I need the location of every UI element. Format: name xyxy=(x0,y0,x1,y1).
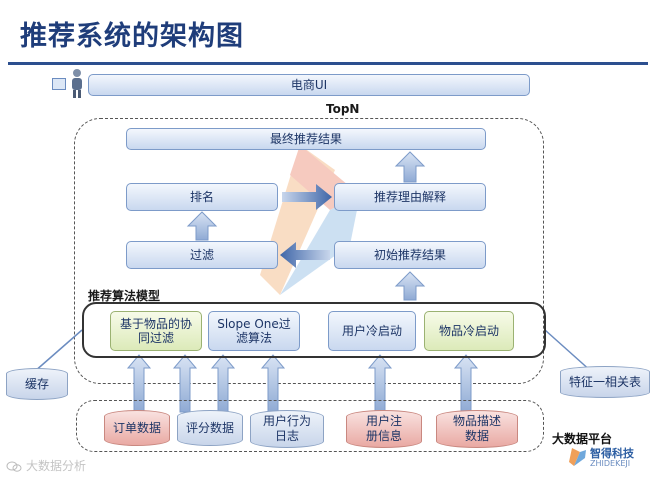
arrow-ratings-up-2 xyxy=(210,354,236,413)
arrow-item-desc-up xyxy=(453,354,479,413)
page-title: 推荐系统的架构图 xyxy=(20,21,244,52)
cache-connector xyxy=(33,329,83,373)
explanation-box: 推荐理由解释 xyxy=(334,183,486,211)
company-logo-icon xyxy=(566,446,588,468)
title-divider xyxy=(8,62,648,65)
monitor-icon xyxy=(52,78,66,90)
user-cold-start-box: 用户冷启动 xyxy=(328,311,416,351)
company-pinyin: ZHIDEKEJI xyxy=(590,459,631,468)
platform-label: 大数据平台 xyxy=(552,432,613,446)
arrow-ranking-to-explanation xyxy=(282,184,332,210)
user-logs-data-store: 用户行为日志 xyxy=(250,410,324,448)
item-description-store: 物品描述数据 xyxy=(436,410,518,448)
data-sources-frame xyxy=(76,400,544,452)
arrow-logs-up xyxy=(260,354,286,413)
final-recommendation-results: 最终推荐结果 xyxy=(126,128,486,150)
arrow-initial-to-filtering xyxy=(280,242,330,268)
topn-label: TopN xyxy=(326,102,360,116)
feature-connector xyxy=(544,329,593,373)
arrow-model-to-initial xyxy=(394,271,426,301)
orders-data-store: 订单数据 xyxy=(104,410,170,446)
arrow-filtering-to-ranking xyxy=(186,211,218,241)
cache-store: 缓存 xyxy=(6,368,68,400)
item-cf-box: 基于物品的协同过滤 xyxy=(110,311,202,351)
arrow-orders-up xyxy=(126,354,152,413)
feature-table-store: 特征一相关表 xyxy=(560,366,650,398)
model-label: 推荐算法模型 xyxy=(88,289,161,303)
watermark-text: 大数据分析 xyxy=(26,459,87,473)
ratings-data-store: 评分数据 xyxy=(177,410,243,446)
item-cold-start-box: 物品冷启动 xyxy=(424,311,514,351)
ecommerce-ui-bar: 电商UI xyxy=(88,74,530,96)
wechat-icon xyxy=(6,458,22,472)
algorithm-model-frame xyxy=(82,302,546,358)
initial-results-box: 初始推荐结果 xyxy=(334,241,486,269)
arrow-registration-up xyxy=(367,354,393,413)
user-icon xyxy=(68,68,86,98)
arrow-explanation-to-final xyxy=(394,151,426,183)
recommendation-engine-frame xyxy=(74,118,544,384)
user-registration-store: 用户注册信息 xyxy=(346,410,422,448)
company-name: 智得科技 xyxy=(590,447,634,460)
ranking-box: 排名 xyxy=(126,183,278,211)
arrow-ratings-up-1 xyxy=(172,354,198,413)
filtering-box: 过滤 xyxy=(126,241,278,269)
slope-one-box: Slope One过滤算法 xyxy=(208,311,300,351)
